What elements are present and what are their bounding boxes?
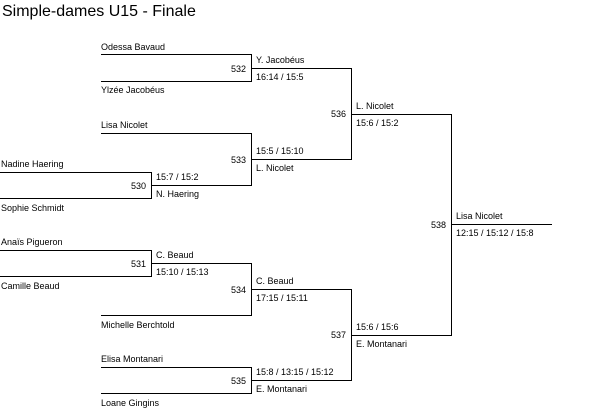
player-name: Ylzée Jacobéus <box>101 85 165 95</box>
bracket-line <box>0 250 152 251</box>
bracket-line <box>351 335 452 336</box>
bracket-line <box>251 159 352 160</box>
bracket-line <box>101 54 252 55</box>
bracket-line <box>101 133 252 134</box>
match-score: 15:8 / 13:15 / 15:12 <box>256 367 334 377</box>
match-winner: E. Montanari <box>356 339 408 349</box>
player-name: Odessa Bavaud <box>101 42 166 52</box>
bracket-line <box>251 289 352 290</box>
match-score: 12:15 / 15:12 / 15:8 <box>456 228 534 238</box>
bracket-line <box>251 68 352 69</box>
match-score: 15:6 / 15:2 <box>356 118 399 128</box>
match-score: 17:15 / 15:11 <box>256 293 308 303</box>
bracket-line <box>351 114 452 115</box>
match-number: 530 <box>130 181 146 191</box>
bracket-line <box>0 276 152 277</box>
match-winner: N. Haering <box>156 189 200 199</box>
match-number: 535 <box>230 376 246 386</box>
bracket-line <box>451 224 552 225</box>
player-name: Lisa Nicolet <box>101 120 148 130</box>
match-winner: Y. Jacobéus <box>256 55 305 65</box>
match-winner: L. Nicolet <box>356 101 394 111</box>
bracket-line <box>101 367 252 368</box>
match-number: 534 <box>230 285 246 295</box>
bracket-line <box>451 114 452 336</box>
champion-name: Lisa Nicolet <box>456 211 503 221</box>
match-winner: C. Beaud <box>256 276 294 286</box>
player-name: Loane Gingins <box>101 398 160 408</box>
match-number: 532 <box>230 64 246 74</box>
match-number: 537 <box>330 330 346 340</box>
match-number: 536 <box>330 109 346 119</box>
bracket-line <box>151 263 252 264</box>
player-name: Michelle Berchtold <box>101 320 175 330</box>
player-name: Elisa Montanari <box>101 354 164 364</box>
match-winner: C. Beaud <box>156 250 194 260</box>
match-score: 15:5 / 15:10 <box>256 146 304 156</box>
player-name: Camille Beaud <box>1 281 60 291</box>
match-score: 15:10 / 15:13 <box>156 267 209 277</box>
player-name: Sophie Schmidt <box>1 203 65 213</box>
match-number: 538 <box>430 220 446 230</box>
bracket-line <box>0 198 152 199</box>
bracket-line <box>251 380 352 381</box>
match-score: 15:6 / 15:6 <box>356 322 399 332</box>
bracket-line <box>101 393 252 394</box>
player-name: Anaïs Pigueron <box>1 237 63 247</box>
match-score: 15:7 / 15:2 <box>156 172 199 182</box>
bracket-line <box>151 185 252 186</box>
page-title: Simple-dames U15 - Finale <box>2 3 196 20</box>
bracket-line <box>0 172 152 173</box>
match-number: 533 <box>230 155 246 165</box>
match-winner: E. Montanari <box>256 384 308 394</box>
match-winner: L. Nicolet <box>256 163 294 173</box>
player-name: Nadine Haering <box>1 159 64 169</box>
bracket-line <box>101 315 252 316</box>
bracket-line <box>101 81 252 82</box>
match-number: 531 <box>130 259 146 269</box>
match-score: 16:14 / 15:5 <box>256 72 304 82</box>
